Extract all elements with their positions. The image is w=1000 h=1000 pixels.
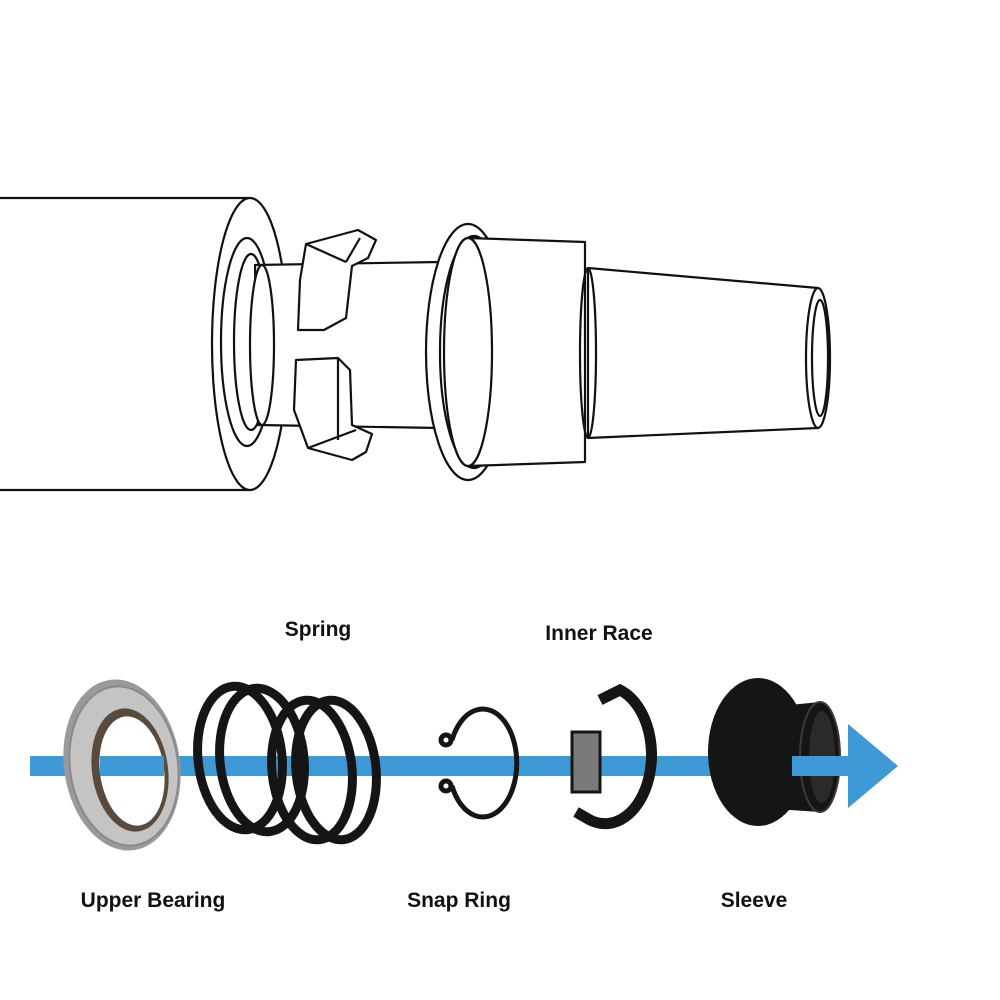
arrow-through-bearing: [100, 756, 164, 776]
spring-block-lower: [292, 356, 374, 462]
sleeve-face-outer: [804, 286, 832, 430]
inner-race-front: [442, 236, 494, 468]
sleeve-rear: [578, 266, 598, 440]
shaft-rear-end: [248, 263, 276, 427]
spring-block-upper: [296, 228, 378, 332]
sleeve-face-inner: [810, 298, 830, 418]
sleeve-part: [708, 678, 841, 826]
label-snap-ring: Snap Ring: [407, 889, 511, 912]
spring-part: [193, 681, 381, 845]
inner-race-body: [467, 236, 587, 468]
label-spring: Spring: [284, 618, 352, 641]
label-sleeve: Sleeve: [720, 889, 788, 912]
arrow-right-icon: [848, 724, 898, 808]
snap-ring-part: [438, 706, 520, 820]
label-inner-race: Inner Race: [545, 622, 653, 645]
inner-race-part: [570, 683, 657, 830]
label-upper-bearing: Upper Bearing: [80, 889, 226, 912]
shaft-assembly-drawing: [0, 196, 832, 492]
arrow-over-sleeve: [792, 756, 852, 776]
sleeve-cone: [586, 266, 820, 440]
